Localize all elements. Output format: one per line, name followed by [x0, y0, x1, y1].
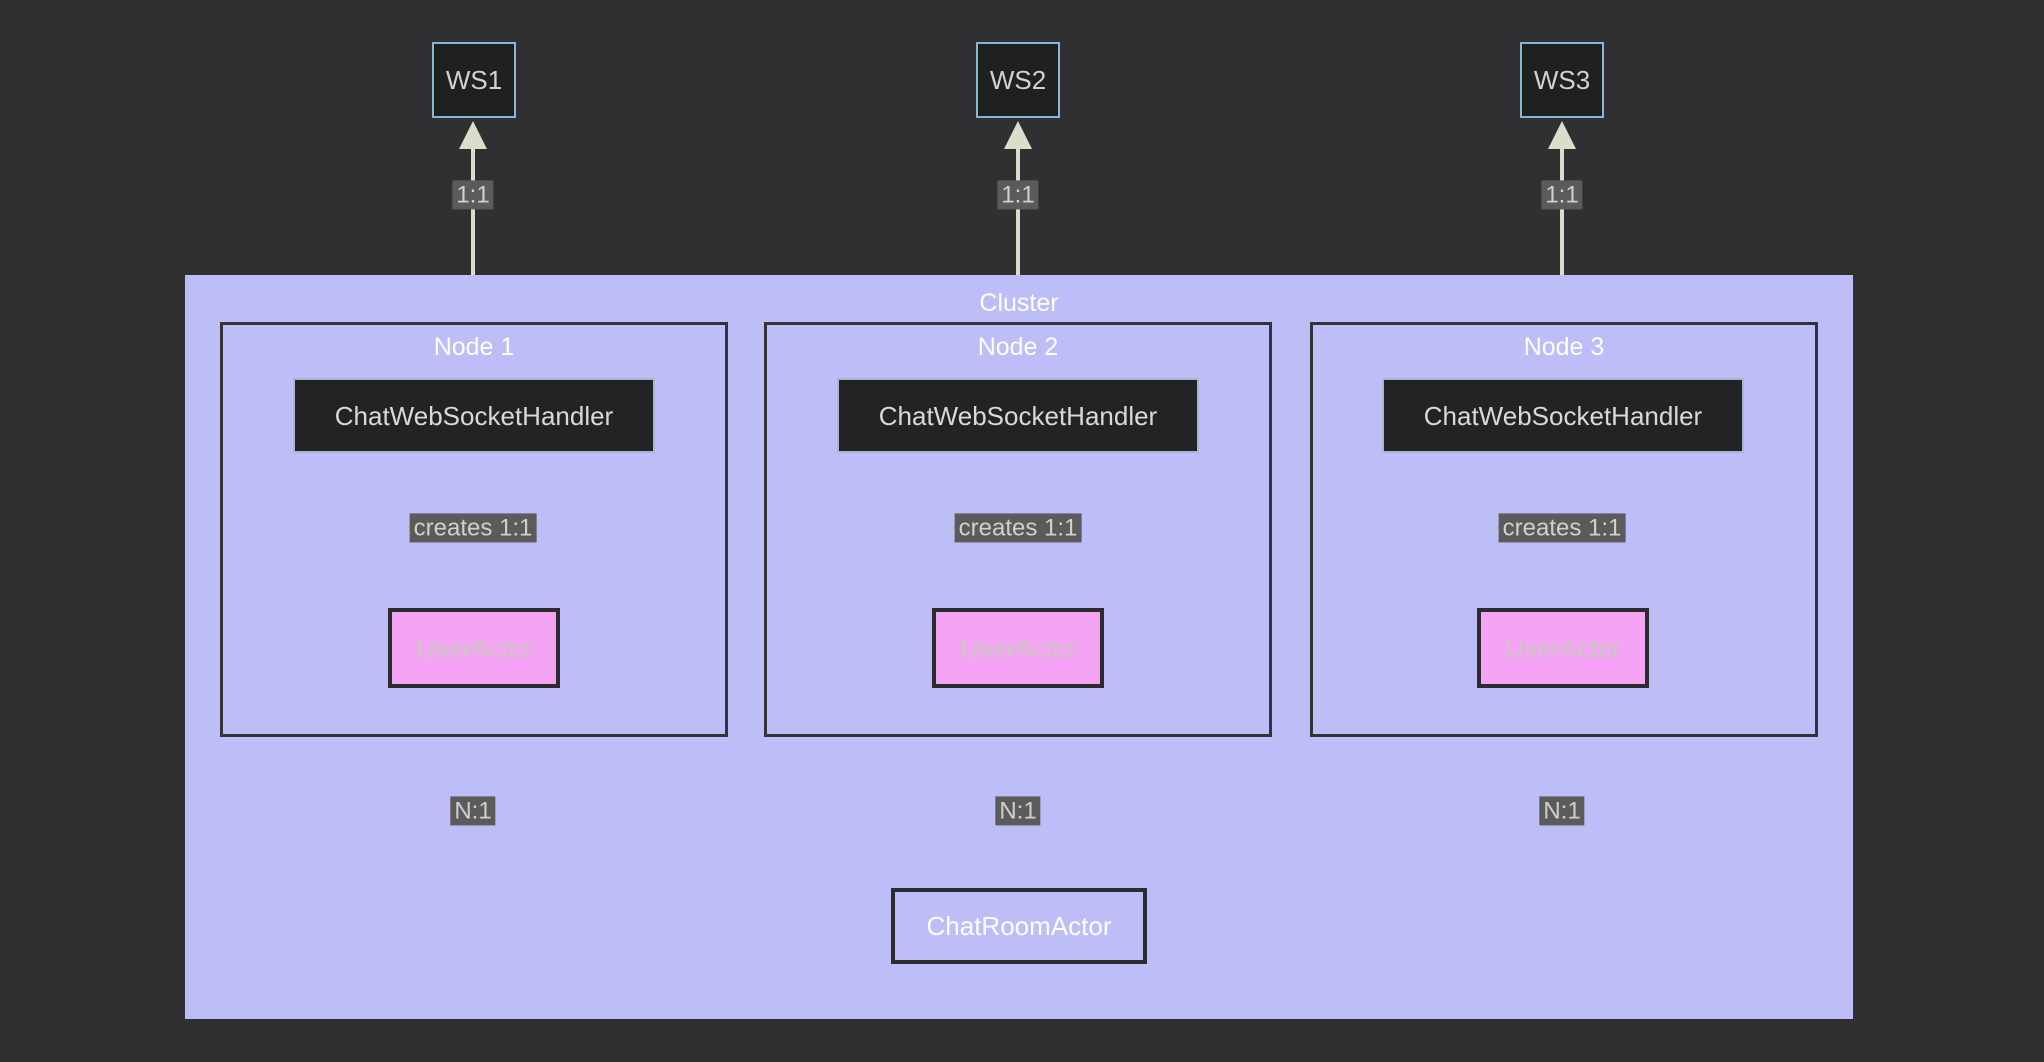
node3-handler-label: ChatWebSocketHandler — [1423, 400, 1703, 431]
edge-label-ws1: 1:1 — [452, 180, 494, 210]
chatroom-actor-node[interactable]: ChatRoomActor — [891, 888, 1147, 964]
node3-handler[interactable]: ChatWebSocketHandler — [1382, 378, 1744, 453]
ws1-node[interactable]: WS1 — [432, 42, 516, 118]
edge-label-creates2: creates 1:1 — [954, 513, 1082, 543]
edge-label-creates1: creates 1:1 — [409, 513, 537, 543]
node2-title: Node 2 — [977, 333, 1059, 361]
edge-label-ws2: 1:1 — [997, 180, 1039, 210]
node2-handler-label: ChatWebSocketHandler — [878, 400, 1158, 431]
node2-handler[interactable]: ChatWebSocketHandler — [837, 378, 1199, 453]
edge-label-room3: N:1 — [1539, 796, 1585, 826]
ws2-label: WS2 — [989, 65, 1047, 95]
node-subgraph-node3 — [1310, 322, 1818, 737]
node1-title: Node 1 — [433, 333, 515, 361]
ws3-node[interactable]: WS3 — [1520, 42, 1604, 118]
ws3-label: WS3 — [1533, 65, 1591, 95]
ws2-node[interactable]: WS2 — [976, 42, 1060, 118]
ws1-label: WS1 — [445, 65, 503, 95]
node2-useractor[interactable]: UserActor — [932, 608, 1104, 688]
node2-useractor-label: UserActor — [960, 633, 1076, 663]
edge-label-room1: N:1 — [450, 796, 496, 826]
node-subgraph-node2 — [764, 322, 1272, 737]
node1-handler[interactable]: ChatWebSocketHandler — [293, 378, 655, 453]
node-subgraph-node1 — [220, 322, 728, 737]
chatroom-actor-label: ChatRoomActor — [926, 911, 1112, 941]
edge-label-ws3: 1:1 — [1541, 180, 1583, 210]
edge-label-creates3: creates 1:1 — [1498, 513, 1626, 543]
node1-useractor-label: UserActor — [416, 633, 532, 663]
node3-useractor-label: UserActor — [1505, 633, 1621, 663]
node1-handler-label: ChatWebSocketHandler — [334, 400, 614, 431]
edge-label-room2: N:1 — [995, 796, 1041, 826]
node3-title: Node 3 — [1523, 333, 1605, 361]
cluster-title: Cluster — [979, 289, 1059, 317]
node3-useractor[interactable]: UserActor — [1477, 608, 1649, 688]
node1-useractor[interactable]: UserActor — [388, 608, 560, 688]
